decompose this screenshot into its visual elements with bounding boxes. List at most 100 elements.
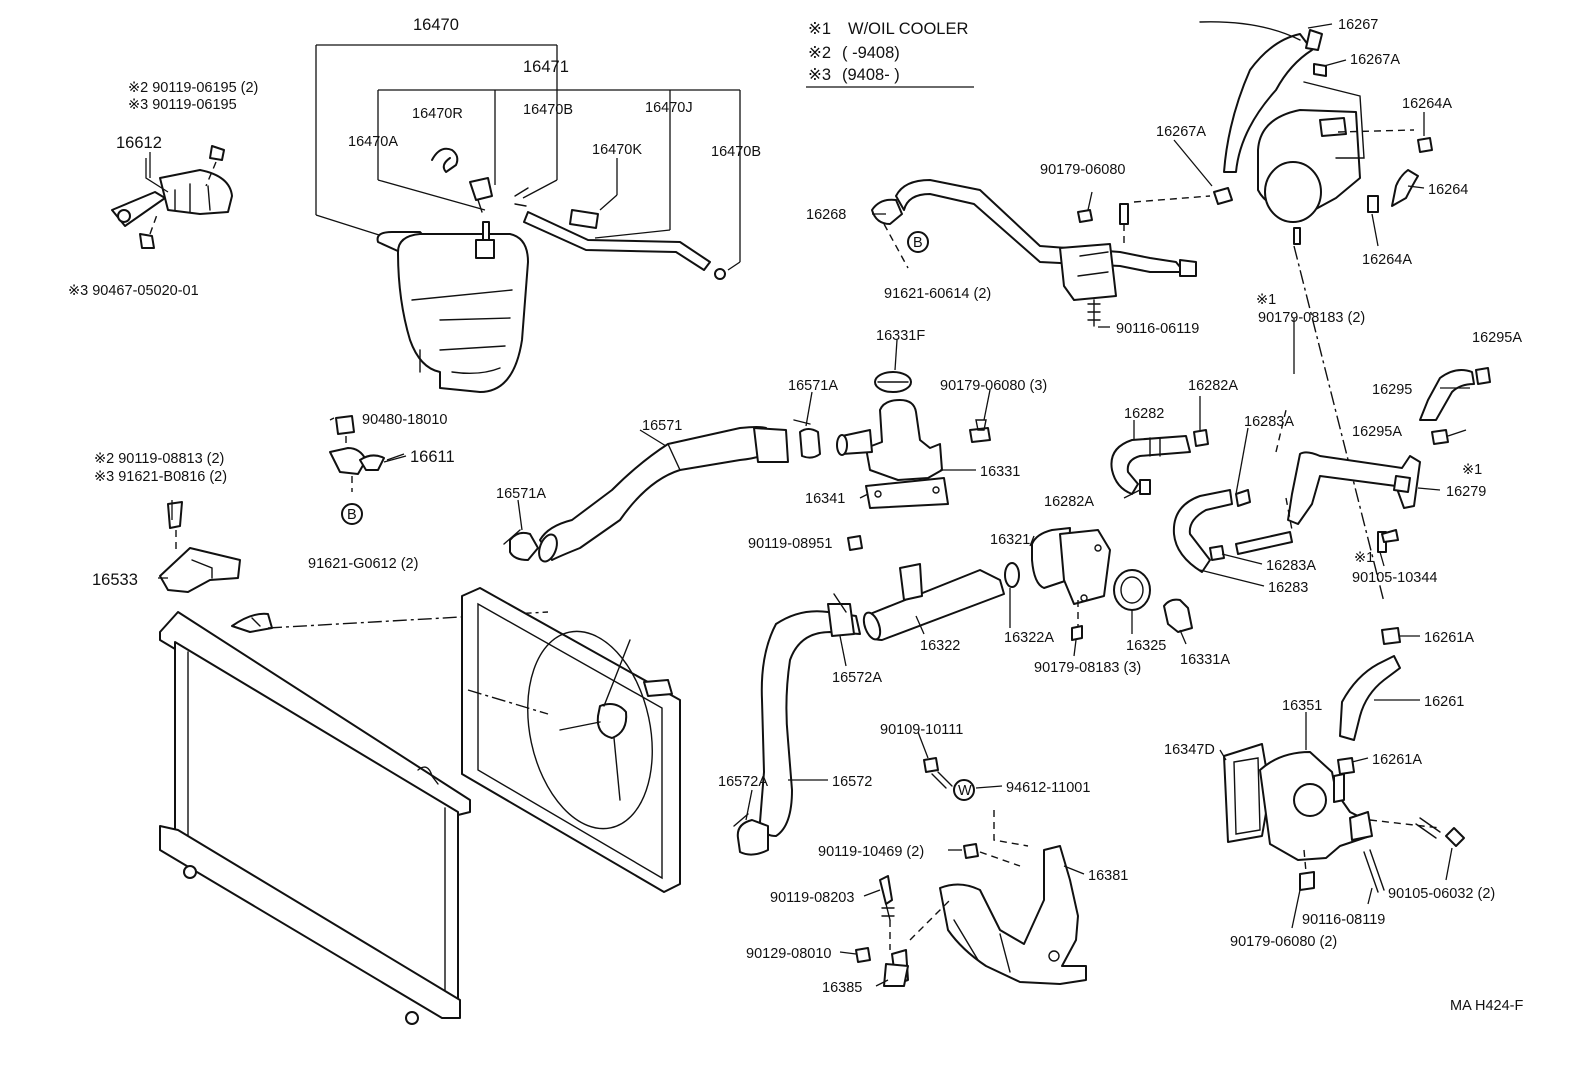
leader-lines bbox=[149, 23, 1470, 987]
upper-hose-16571 bbox=[503, 419, 821, 563]
callout-90119-10469: 90119-10469 (2) bbox=[818, 844, 924, 860]
legend-item-2-text: ( -9408) bbox=[842, 44, 900, 62]
callout-16347D: 16347D bbox=[1164, 742, 1215, 758]
callout-16267: 16267 bbox=[1338, 17, 1378, 33]
reservoir-tank bbox=[376, 221, 529, 393]
callout-16471: 16471 bbox=[523, 58, 569, 76]
callout-16267A-a: 16267A bbox=[1350, 52, 1400, 68]
callout-16322A: 16322A bbox=[1004, 630, 1054, 646]
callout-16572A-a: 16572A bbox=[832, 670, 882, 686]
callout-16295A-a: 16295A bbox=[1472, 330, 1522, 346]
callout-16470: 16470 bbox=[413, 16, 459, 34]
bracket-16533 bbox=[159, 501, 241, 593]
legend: ※1 W/OIL COOLER ※2 ( -9408) ※3 (9408- ) bbox=[806, 20, 974, 88]
legend-item-1-mark: ※1 bbox=[808, 20, 831, 38]
callout-16611: 16611 bbox=[410, 448, 455, 466]
water-outlet-16331 bbox=[836, 371, 991, 509]
fan-shroud bbox=[461, 587, 681, 893]
callout-16267A-b: 16267A bbox=[1156, 124, 1206, 140]
callout-16261A-b: 16261A bbox=[1372, 752, 1422, 768]
reservoir-bracket-lines bbox=[315, 44, 741, 271]
callout-16533: 16533 bbox=[92, 571, 138, 589]
clip-16611 bbox=[329, 415, 405, 525]
radiator bbox=[159, 611, 549, 1025]
callout-16331A: 16331A bbox=[1180, 652, 1230, 668]
note-2-90119-06195: ※2 90119-06195 (2) bbox=[128, 80, 258, 96]
callout-16261A-a: 16261A bbox=[1424, 630, 1474, 646]
mark-w: W bbox=[958, 783, 972, 799]
callout-16470B-b: 16470B bbox=[711, 144, 761, 160]
note-1-c: ※1 bbox=[1354, 550, 1374, 566]
legend-item-3-text: (9408- ) bbox=[842, 66, 900, 84]
callout-16268: 16268 bbox=[806, 207, 846, 223]
callout-90179-08183-3: 90179-08183 (3) bbox=[1034, 660, 1141, 676]
drawing-code: MA H424-F bbox=[1450, 998, 1523, 1014]
water-inlet-pipe bbox=[862, 527, 1193, 641]
callout-16571: 16571 bbox=[642, 418, 682, 434]
callout-16331F: 16331F bbox=[876, 328, 925, 344]
callout-16264A-b: 16264A bbox=[1362, 252, 1412, 268]
callout-16295A-b: 16295A bbox=[1352, 424, 1402, 440]
inlet-housing-16351 bbox=[1223, 627, 1465, 893]
callout-16282: 16282 bbox=[1124, 406, 1164, 422]
callout-90116-08119: 90116-08119 bbox=[1302, 912, 1385, 928]
callout-90480-18010: 90480-18010 bbox=[362, 412, 447, 428]
callout-16351: 16351 bbox=[1282, 698, 1322, 714]
callout-16261: 16261 bbox=[1424, 694, 1464, 710]
note-3-91621-B0816: ※3 91621-B0816 (2) bbox=[94, 469, 227, 485]
callout-16612: 16612 bbox=[116, 134, 162, 152]
callout-16282A-a: 16282A bbox=[1188, 378, 1238, 394]
note-1-a: ※1 bbox=[1256, 292, 1276, 308]
reservoir-hoses bbox=[431, 147, 726, 280]
callout-91621-G0612: 91621-G0612 (2) bbox=[308, 556, 418, 572]
callout-94612-11001: 94612-11001 bbox=[1006, 780, 1090, 796]
callout-16331: 16331 bbox=[980, 464, 1020, 480]
note-2-90119-08813: ※2 90119-08813 (2) bbox=[94, 451, 224, 467]
callout-16470K: 16470K bbox=[592, 142, 642, 158]
callout-16572A-b: 16572A bbox=[718, 774, 768, 790]
callout-90129-08010: 90129-08010 bbox=[746, 946, 831, 962]
callout-16470B-a: 16470B bbox=[523, 102, 573, 118]
lower-hose-16572 bbox=[733, 535, 863, 856]
callout-90119-08951: 90119-08951 bbox=[748, 536, 832, 552]
oil-cooler-assembly bbox=[1199, 21, 1433, 603]
note-3-90119-06195: ※3 90119-06195 bbox=[128, 97, 237, 113]
callout-16572: 16572 bbox=[832, 774, 872, 790]
callout-16470J: 16470J bbox=[645, 100, 693, 116]
callout-90179-06080-top: 90179-06080 bbox=[1040, 162, 1125, 178]
callout-16295: 16295 bbox=[1372, 382, 1412, 398]
note-3-90467-05020-01: ※3 90467-05020-01 bbox=[68, 283, 199, 299]
callout-16279: 16279 bbox=[1446, 484, 1486, 500]
callout-90119-08203: 90119-08203 bbox=[770, 890, 854, 906]
bracket-16612 bbox=[111, 145, 233, 249]
callout-16264A-a: 16264A bbox=[1402, 96, 1452, 112]
callout-90105-10344: 90105-10344 bbox=[1352, 570, 1437, 586]
callout-90109-10111: 90109-10111 bbox=[880, 722, 963, 738]
callout-16385: 16385 bbox=[822, 980, 862, 996]
callout-16470A: 16470A bbox=[348, 134, 398, 150]
callout-90179-08183-2: 90179-08183 (2) bbox=[1258, 310, 1365, 326]
callout-90179-06080-2: 90179-06080 (2) bbox=[1230, 934, 1337, 950]
callout-16470R: 16470R bbox=[412, 106, 463, 122]
callout-16283: 16283 bbox=[1268, 580, 1308, 596]
callout-16321: 16321 bbox=[990, 532, 1030, 548]
callout-90116-06119-top: 90116-06119 bbox=[1116, 321, 1199, 337]
callout-16283A-b: 16283A bbox=[1266, 558, 1316, 574]
legend-item-2-mark: ※2 bbox=[808, 44, 831, 62]
callout-90179-06080-3: 90179-06080 (3) bbox=[940, 378, 1047, 394]
callout-91621-60614: 91621-60614 (2) bbox=[884, 286, 991, 302]
note-1-b: ※1 bbox=[1462, 462, 1482, 478]
bypass-pipe-16268 bbox=[871, 179, 1211, 327]
legend-item-1-text: W/OIL COOLER bbox=[848, 20, 968, 38]
legend-item-3-mark: ※3 bbox=[808, 66, 831, 84]
callout-16264: 16264 bbox=[1428, 182, 1468, 198]
mark-b-2: B bbox=[347, 507, 357, 523]
callout-16283A-a: 16283A bbox=[1244, 414, 1294, 430]
mark-b-1: B bbox=[913, 235, 923, 251]
callout-16282A-b: 16282A bbox=[1044, 494, 1094, 510]
callout-16571A-b: 16571A bbox=[496, 486, 546, 502]
callouts: 16470 16471 16470R 16470B 16470J 16470A … bbox=[68, 16, 1523, 1014]
callout-16571A-a: 16571A bbox=[788, 378, 838, 394]
callout-16341: 16341 bbox=[805, 491, 845, 507]
